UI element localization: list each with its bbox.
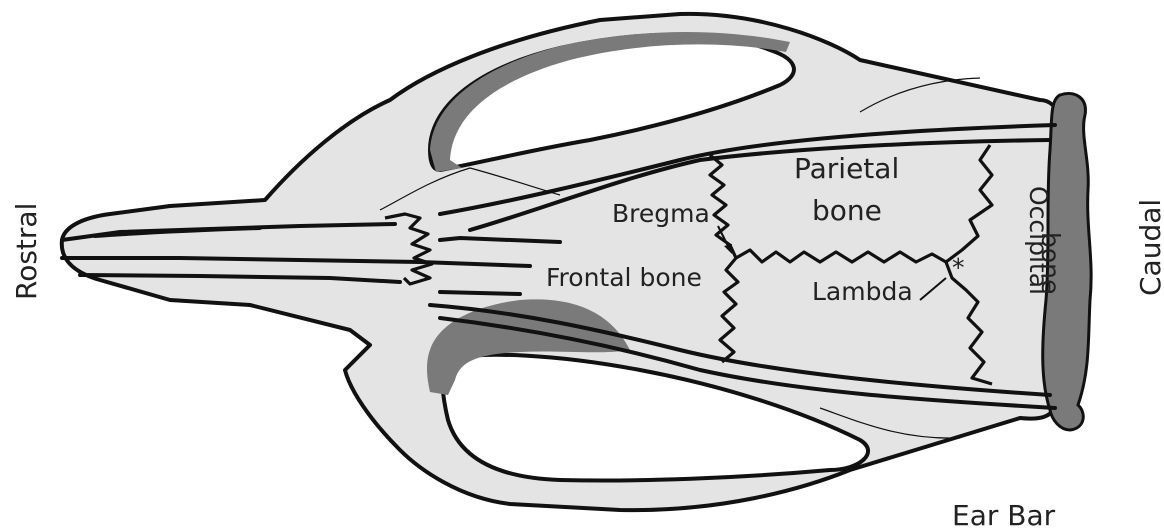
parietal-label-line2: bone bbox=[812, 194, 882, 227]
small-frontal-line-lower bbox=[440, 292, 520, 294]
occipital-bone-label: bone bbox=[1036, 232, 1065, 294]
ear-bar-label: Ear Bar bbox=[952, 499, 1056, 530]
lambda-label: Lambda bbox=[812, 277, 913, 306]
frontal-bone-label: Frontal bone bbox=[546, 263, 702, 292]
caudal-label: Caudal bbox=[1134, 199, 1164, 296]
bregma-label: Bregma bbox=[612, 199, 710, 228]
rostral-label: Rostral bbox=[10, 203, 43, 300]
parietal-label-line1: Parietal bbox=[794, 152, 899, 185]
lambda-asterisk: * bbox=[952, 253, 965, 282]
